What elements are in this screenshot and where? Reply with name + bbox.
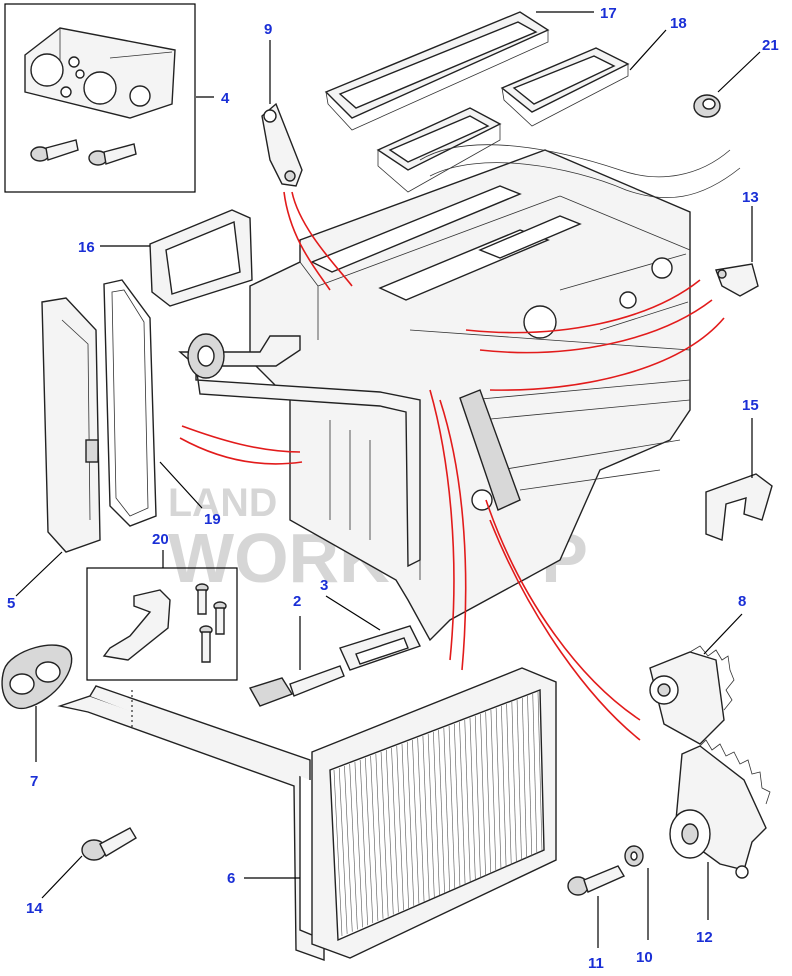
matrix-fin — [412, 739, 420, 904]
matrix-fin — [511, 701, 517, 863]
matrix-fin — [448, 725, 456, 889]
part-5-panel — [41, 297, 101, 553]
matrix-fin — [522, 697, 527, 859]
callout-3: 3 — [320, 577, 328, 594]
callout-9: 9 — [264, 21, 272, 38]
matrix-fin — [454, 723, 461, 887]
part-16-seal — [149, 209, 253, 307]
matrix-fins — [333, 691, 543, 937]
matrix-fin — [485, 711, 492, 874]
matrix-fin — [501, 705, 507, 868]
heater-housing — [249, 144, 741, 642]
screw-a — [195, 583, 209, 615]
matrix-fin — [464, 719, 471, 883]
valve-bolt-1 — [30, 139, 79, 162]
matrix-fin — [401, 743, 409, 909]
matrix-fin — [333, 769, 343, 937]
matrix-fin — [495, 707, 502, 870]
matrix-fin — [417, 737, 425, 902]
part-19-gasket — [103, 279, 157, 527]
part-7-grommet — [1, 644, 73, 710]
callout-20: 20 — [152, 531, 169, 548]
matrix-fin — [370, 755, 379, 921]
part-9-lever — [261, 102, 303, 187]
housing-pipes — [178, 333, 421, 568]
callout-12: 12 — [696, 929, 713, 946]
callout-17: 17 — [600, 5, 617, 22]
matrix-fin — [380, 751, 389, 917]
callout-21: 21 — [762, 37, 779, 54]
matrix-fin — [422, 735, 430, 900]
callout-7: 7 — [30, 773, 38, 790]
matrix-fin — [391, 747, 399, 913]
callout-19: 19 — [204, 511, 221, 528]
part-11-screw — [567, 865, 626, 896]
matrix-fin — [532, 693, 538, 855]
callout-8: 8 — [738, 593, 746, 610]
matrix-fin — [375, 753, 384, 919]
assembly-lines — [131, 191, 725, 741]
leader-lines — [15, 11, 761, 948]
callout-11: 11 — [588, 955, 604, 972]
callout-6: 6 — [227, 870, 235, 887]
part-14-bolt — [81, 827, 137, 861]
matrix-fin — [490, 709, 497, 872]
part-4-expansion-valve-inset — [4, 3, 196, 193]
callout-18: 18 — [670, 15, 687, 32]
callout-16: 16 — [78, 239, 95, 256]
callout-14: 14 — [26, 900, 43, 917]
matrix-fin — [438, 729, 445, 893]
part-10-washer — [624, 845, 644, 867]
part-8-gear — [649, 645, 735, 745]
matrix-fin — [527, 695, 533, 857]
valve-bolt-2 — [88, 143, 137, 166]
matrix-fin — [433, 731, 440, 896]
matrix-fin — [474, 715, 481, 878]
part-2-3-sensor — [248, 625, 421, 707]
part-6-heater-matrix — [57, 667, 557, 961]
callout-13: 13 — [742, 189, 759, 206]
callouts: 2 3 4 5 6 7 8 9 10 11 12 13 14 15 16 17 … — [7, 5, 779, 972]
callout-15: 15 — [742, 397, 759, 414]
callout-5: 5 — [7, 595, 15, 612]
matrix-fin — [349, 763, 358, 930]
part-15-bracket — [705, 473, 773, 541]
matrix-fin — [537, 691, 543, 853]
matrix-fin — [354, 761, 363, 928]
part-seal-middle — [376, 107, 502, 193]
callout-2: 2 — [293, 593, 301, 610]
screw-c — [199, 625, 213, 663]
part-20-inset — [86, 567, 238, 681]
matrix-fin — [443, 727, 450, 891]
callout-4: 4 — [221, 90, 230, 107]
part-17-seal — [324, 11, 550, 131]
matrix-fin — [359, 759, 368, 926]
part-12-gear-lever — [669, 739, 771, 879]
matrix-fin — [344, 765, 353, 932]
matrix-fin — [506, 703, 512, 865]
matrix-fin — [469, 717, 476, 881]
matrix-fin — [365, 757, 374, 924]
inset-frame-20 — [86, 567, 238, 681]
screw-b — [213, 601, 227, 635]
matrix-fin — [459, 721, 466, 885]
matrix-fin — [396, 745, 404, 911]
matrix-fin — [516, 699, 522, 861]
callout-10: 10 — [636, 949, 653, 966]
inset-frame — [4, 3, 196, 193]
part-13-clip — [715, 263, 759, 297]
part-21-grommet — [693, 94, 721, 118]
matrix-fin — [338, 767, 348, 934]
matrix-fin — [480, 713, 486, 876]
matrix-fin — [386, 749, 394, 915]
matrix-fin — [406, 741, 415, 906]
part-18-seal — [500, 47, 630, 127]
matrix-fin — [427, 733, 435, 898]
